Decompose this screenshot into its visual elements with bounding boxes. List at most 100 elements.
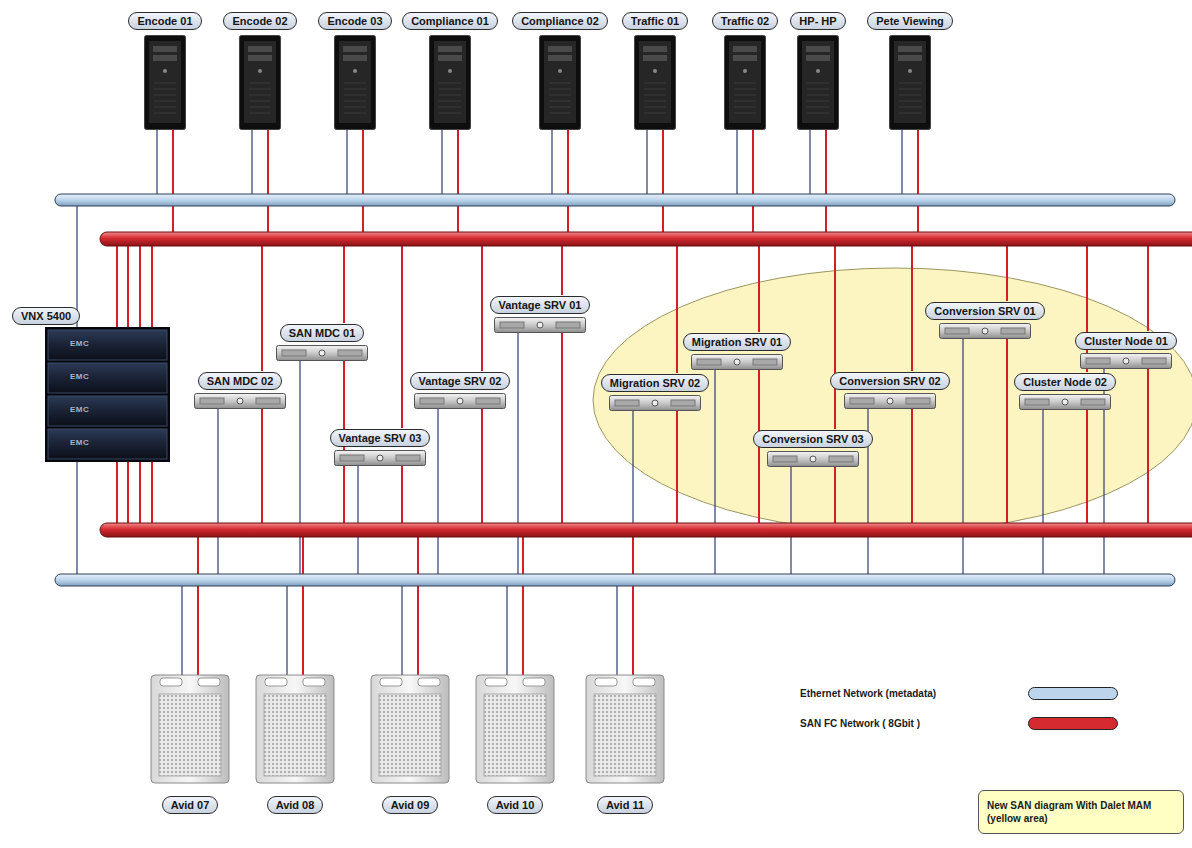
rack-server-icon	[1019, 394, 1111, 410]
avid-workstation-node: Avid 07	[150, 674, 230, 814]
ethernet-link	[790, 466, 791, 575]
server-node: Conversion SRV 03	[753, 430, 872, 467]
workstation-node: Pete Viewing	[867, 12, 953, 130]
ethernet-link	[517, 332, 518, 575]
dalet-area	[593, 268, 1192, 532]
avid-workstation-node: Avid 09	[370, 674, 450, 814]
fc-link	[1147, 245, 1149, 331]
device-label: Avid 07	[162, 796, 219, 814]
fc-link	[481, 245, 483, 371]
workstation-node: Compliance 02	[512, 12, 608, 130]
ethernet-link	[357, 465, 358, 575]
fc-link	[834, 245, 836, 429]
tower-icon	[634, 35, 676, 130]
fc-link	[261, 245, 263, 371]
device-label: Vantage SRV 01	[490, 296, 591, 314]
fc-link	[676, 410, 678, 524]
fc-link	[632, 536, 634, 684]
device-label: Conversion SRV 02	[830, 372, 949, 390]
rack-server-icon	[767, 451, 859, 467]
fc-link	[343, 245, 345, 323]
fc-link	[561, 245, 563, 295]
brand-mark: EMC	[70, 405, 89, 414]
rack-server-icon	[1080, 353, 1172, 369]
rack-server-icon	[194, 393, 286, 409]
avid-workstation-node: Avid 11	[585, 674, 665, 814]
fc-link	[481, 408, 483, 524]
server-node: Cluster Node 02	[1014, 373, 1116, 410]
fc-link	[825, 130, 827, 234]
ethernet-link	[401, 585, 402, 684]
rack-server-icon	[691, 354, 783, 370]
fc-link	[662, 130, 664, 234]
rack-server-icon	[939, 323, 1031, 339]
fc-link	[911, 245, 913, 371]
fc-link	[417, 536, 419, 684]
avid-workstation-node: Avid 08	[255, 674, 335, 814]
workstation-node: Encode 01	[128, 12, 201, 130]
mac-pro-icon	[255, 674, 335, 784]
fc-link	[1006, 338, 1008, 524]
mac-pro-icon	[370, 674, 450, 784]
ethernet-link	[901, 130, 902, 196]
brand-mark: EMC	[70, 339, 89, 348]
device-label: SAN MDC 01	[280, 324, 365, 342]
fc-link	[911, 408, 913, 524]
server-node: Migration SRV 02	[601, 374, 709, 411]
fc-link	[834, 466, 836, 524]
device-label: Avid 11	[597, 796, 653, 814]
vnx-array-icon	[45, 327, 170, 462]
legend-swatch	[1028, 687, 1118, 700]
wires	[77, 130, 1148, 684]
device-label: Avid 09	[382, 796, 439, 814]
server-node: Conversion SRV 01	[925, 302, 1044, 339]
device-label: VNX 5400	[12, 307, 80, 325]
tower-icon	[429, 35, 471, 130]
workstation-node: Encode 03	[318, 12, 391, 130]
ethernet-link	[181, 585, 182, 684]
device-label: Conversion SRV 03	[753, 430, 872, 448]
fc-link	[362, 130, 364, 234]
ethernet-link	[346, 130, 347, 196]
ethernet-link	[646, 130, 647, 196]
brand-mark: EMC	[70, 372, 89, 381]
device-label: Pete Viewing	[867, 12, 953, 30]
note-box: New SAN diagram With Dalet MAM (yellow a…	[978, 790, 1184, 834]
server-node: SAN MDC 01	[276, 324, 368, 361]
legend-text: Ethernet Network (metadata)	[800, 688, 1028, 699]
device-label: Traffic 02	[712, 12, 778, 30]
device-label: HP- HP	[790, 12, 845, 30]
fc-bus	[100, 232, 1192, 246]
ethernet-link	[299, 360, 300, 575]
fc-link	[1006, 245, 1008, 301]
tower-icon	[797, 35, 839, 130]
legend-text: SAN FC Network ( 8Gbit )	[800, 718, 1028, 729]
tower-icon	[144, 35, 186, 130]
ethernet-link	[714, 369, 715, 575]
fc-link	[758, 245, 760, 332]
rack-server-icon	[276, 345, 368, 361]
fc-link	[567, 130, 569, 234]
ethernet-link	[809, 130, 810, 196]
device-label: Conversion SRV 01	[925, 302, 1044, 320]
fc-link	[1147, 368, 1149, 524]
server-node: Vantage SRV 01	[490, 296, 591, 333]
device-label: Avid 08	[267, 796, 324, 814]
legend-row: Ethernet Network (metadata)	[800, 685, 1118, 701]
fc-link	[172, 130, 174, 234]
rack-server-icon	[334, 450, 426, 466]
fc-link	[267, 130, 269, 234]
server-node: Conversion SRV 02	[830, 372, 949, 409]
device-label: Migration SRV 01	[683, 333, 791, 351]
device-label: Vantage SRV 02	[410, 372, 511, 390]
ethernet-bus	[55, 574, 1175, 586]
avid-workstation-node: Avid 10	[475, 674, 555, 814]
tower-icon	[724, 35, 766, 130]
tower-icon	[889, 35, 931, 130]
fc-link	[261, 408, 263, 524]
ethernet-link	[616, 585, 617, 684]
workstation-node: Traffic 01	[622, 12, 688, 130]
server-node: Migration SRV 01	[683, 333, 791, 370]
tower-icon	[334, 35, 376, 130]
ethernet-link	[551, 130, 552, 196]
